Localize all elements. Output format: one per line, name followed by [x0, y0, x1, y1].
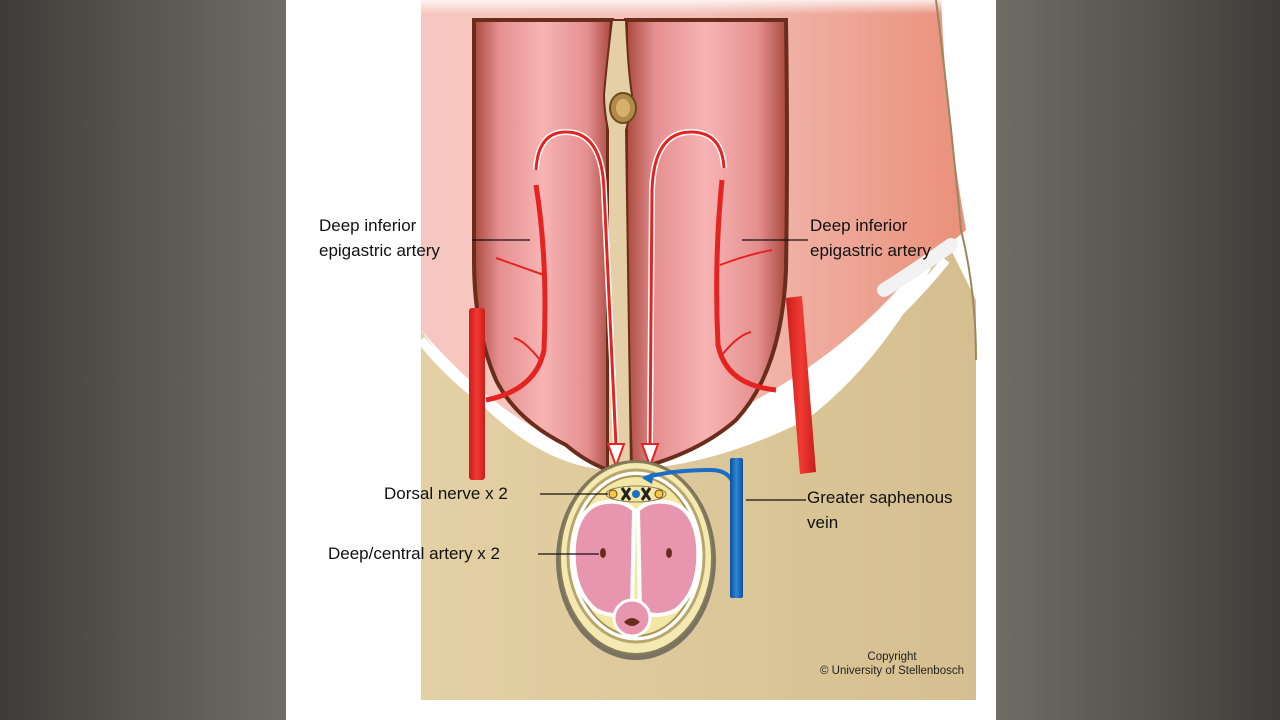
- label-deep-central-artery: Deep/central artery x 2: [328, 544, 500, 563]
- deep-inferior-epigastric-artery-right: [714, 179, 777, 393]
- label-line: epigastric artery: [319, 241, 440, 260]
- deep-inferior-epigastric-artery-left: [485, 184, 548, 403]
- corpus-cavernosum-left: [571, 499, 637, 617]
- greater-saphenous-vein: [730, 458, 743, 598]
- dorsal-nerve-right: [654, 489, 664, 499]
- arrow-to-penis-left: [534, 130, 618, 447]
- dorsal-vessels: [620, 487, 652, 501]
- anatomy-illustration: [417, 0, 977, 700]
- corpus-cavernosum-right: [635, 499, 701, 617]
- label-line: Deep inferior: [810, 216, 908, 235]
- penis-cross-section: [556, 460, 716, 660]
- dorsal-nerve-left: [608, 489, 618, 499]
- label-deep-inferior-epigastric-left: Deep inferior epigastric artery: [319, 213, 440, 263]
- label-line: vein: [807, 513, 839, 532]
- copyright-notice: Copyright © University of Stellenbosch: [812, 650, 972, 678]
- copyright-line: Copyright: [867, 651, 917, 663]
- copyright-owner: © University of Stellenbosch: [820, 665, 964, 677]
- label-line: Deep inferior: [319, 216, 417, 235]
- external-artery-left: [469, 308, 485, 480]
- label-greater-saphenous-vein: Greater saphenous vein: [807, 485, 953, 535]
- label-line: Greater saphenous: [807, 488, 953, 507]
- label-dorsal-nerve: Dorsal nerve x 2: [384, 484, 508, 503]
- label-deep-inferior-epigastric-right: Deep inferior epigastric artery: [810, 213, 931, 263]
- external-artery-right: [786, 296, 816, 474]
- label-line: epigastric artery: [810, 241, 931, 260]
- diagram-stage: Deep inferior epigastric artery Deep inf…: [286, 0, 996, 720]
- arrow-to-penis-right: [648, 130, 726, 447]
